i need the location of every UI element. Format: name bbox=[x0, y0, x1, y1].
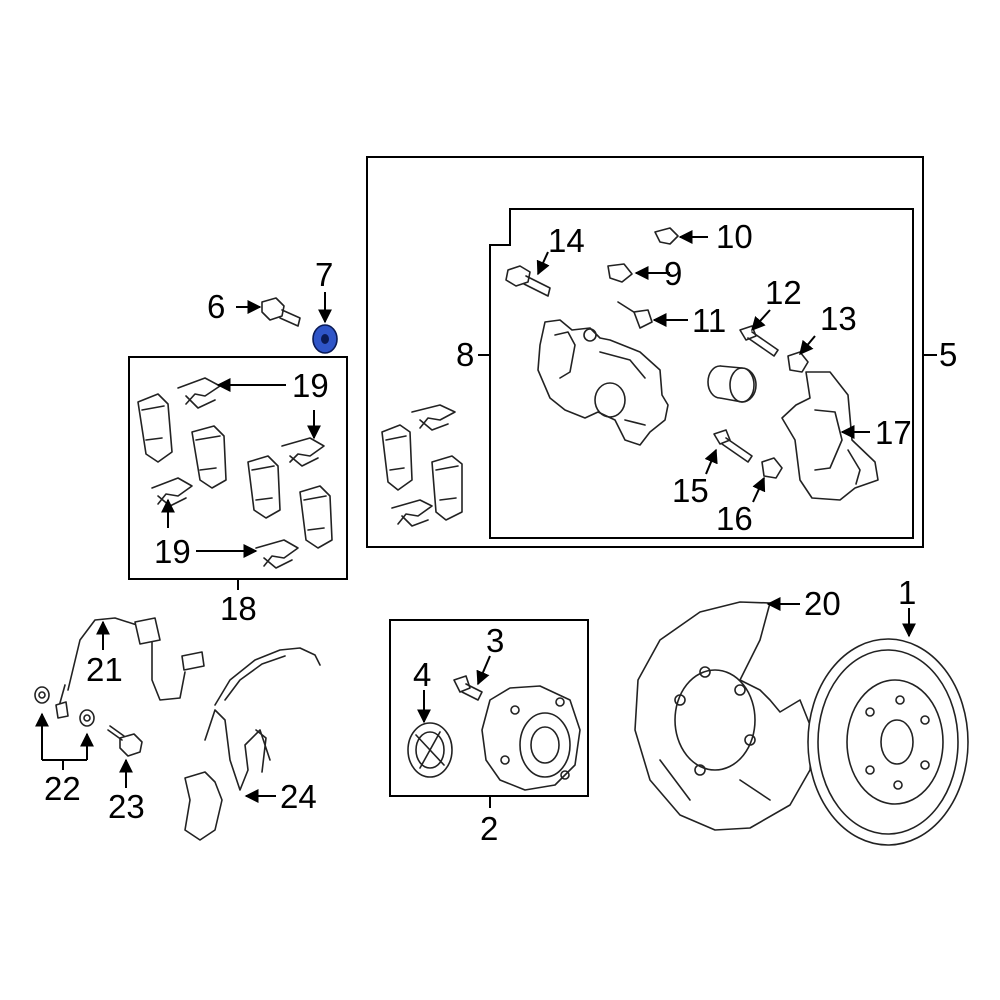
callout-11: 11 bbox=[692, 302, 726, 339]
callout-14: 14 bbox=[548, 222, 585, 259]
washer-7-highlighted bbox=[312, 324, 338, 354]
callout-16: 16 bbox=[716, 500, 753, 537]
caliper-box-pads bbox=[381, 404, 463, 527]
callout-15: 15 bbox=[672, 472, 709, 509]
bolt-6 bbox=[261, 297, 301, 327]
bolt-23 bbox=[107, 725, 143, 757]
bleeder-9 bbox=[607, 263, 633, 283]
callout-9: 9 bbox=[664, 255, 682, 292]
piston bbox=[707, 365, 757, 403]
caliper-assembly-box bbox=[366, 156, 937, 548]
caliper-body-8 bbox=[537, 319, 669, 446]
washers-22 bbox=[34, 686, 95, 727]
callout-20: 20 bbox=[804, 585, 841, 622]
caliper-bracket-17 bbox=[781, 371, 879, 501]
callout-18: 18 bbox=[220, 590, 257, 627]
cap-10 bbox=[654, 227, 679, 245]
boot-16 bbox=[761, 457, 783, 479]
callout-17: 17 bbox=[875, 414, 912, 451]
pin-12 bbox=[739, 325, 779, 357]
sensor-24 bbox=[184, 647, 321, 841]
boot-13 bbox=[787, 351, 809, 373]
callout-5: 5 bbox=[939, 336, 957, 373]
sensor-wire-21 bbox=[55, 617, 205, 719]
callout-1: 1 bbox=[898, 574, 916, 611]
callout-22: 22 bbox=[44, 770, 81, 807]
callout-21: 21 bbox=[86, 651, 123, 688]
callout-2: 2 bbox=[480, 810, 498, 847]
callout-3: 3 bbox=[486, 622, 504, 659]
hub-box bbox=[389, 619, 589, 808]
callout-24: 24 bbox=[280, 778, 317, 815]
dust-shield-20 bbox=[634, 601, 813, 831]
bleeder-11 bbox=[617, 301, 653, 329]
callout-8: 8 bbox=[456, 336, 474, 373]
pad-kit-box bbox=[128, 356, 348, 590]
callout-7: 7 bbox=[315, 256, 333, 293]
callout-10: 10 bbox=[716, 218, 753, 255]
callout-6: 6 bbox=[207, 288, 225, 325]
callout-23: 23 bbox=[108, 788, 145, 825]
leader-lines bbox=[35, 230, 916, 803]
pin-15 bbox=[713, 429, 753, 463]
callout-4: 4 bbox=[413, 656, 431, 693]
bolt-14 bbox=[505, 265, 551, 297]
callout-13: 13 bbox=[820, 300, 857, 337]
callout-12: 12 bbox=[765, 274, 802, 311]
callout-labels: 1 2 3 4 5 6 7 8 9 10 11 12 13 14 15 16 1… bbox=[44, 218, 957, 847]
callout-19-top: 19 bbox=[292, 367, 329, 404]
brake-rotor-1 bbox=[807, 638, 969, 846]
callout-19-bottom: 19 bbox=[154, 533, 191, 570]
